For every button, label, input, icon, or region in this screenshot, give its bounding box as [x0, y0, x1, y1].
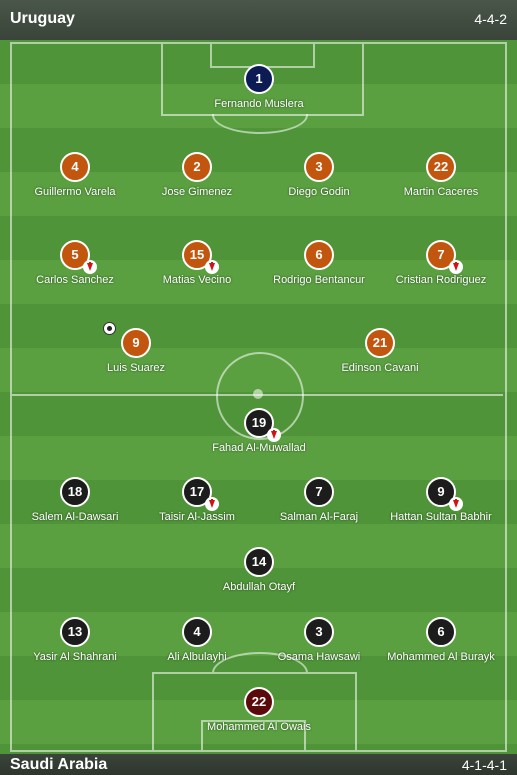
shirt-number-badge: 18	[60, 477, 90, 507]
player-name: Osama Hawsawi	[277, 651, 361, 663]
player-name: Guillermo Varela	[34, 186, 116, 198]
player-name: Edinson Cavani	[341, 362, 419, 374]
shirt-number-badge: 4	[182, 617, 212, 647]
substitution-off-icon	[267, 428, 281, 442]
shirt-number-badge: 7	[304, 477, 334, 507]
shirt-number-badge: 22	[244, 687, 274, 717]
substitution-off-icon	[449, 497, 463, 511]
player-name: Matias Vecino	[162, 274, 232, 286]
shirt-number-badge: 6	[426, 617, 456, 647]
away-team-name: Saudi Arabia	[10, 756, 108, 773]
player-name: Luis Suarez	[106, 362, 166, 374]
shirt-number-badge: 21	[365, 328, 395, 358]
player-name: Martin Caceres	[403, 186, 479, 198]
away-team-header: Saudi Arabia 4-1-4-1	[0, 754, 517, 775]
player-name: Diego Godin	[288, 186, 350, 198]
center-spot	[253, 389, 263, 399]
player-name: Cristian Rodriguez	[395, 274, 487, 286]
home-team-header: Uruguay 4-4-2	[0, 0, 517, 40]
pitch-outline	[10, 42, 507, 752]
shirt-number-badge: 9	[103, 322, 151, 358]
shirt-number-badge: 6	[304, 240, 334, 270]
player-name: Fahad Al-Muwallad	[212, 442, 306, 454]
shirt-number-badge: 5	[60, 240, 97, 274]
goal-ball-icon	[103, 322, 116, 335]
player-name: Mohammed Al Burayk	[387, 651, 495, 663]
shirt-number-badge: 19	[244, 408, 281, 442]
away-formation: 4-1-4-1	[461, 757, 507, 773]
shirt-number-badge: 15	[182, 240, 219, 274]
shirt-number-badge: 1	[244, 64, 274, 94]
player-name: Yasir Al Shahrani	[33, 651, 117, 663]
shirt-number-badge: 13	[60, 617, 90, 647]
shirt-number-badge: 4	[60, 152, 90, 182]
substitution-off-icon	[205, 260, 219, 274]
player-name: Ali Albulayhi	[167, 651, 227, 663]
shirt-number-badge: 2	[182, 152, 212, 182]
player-name: Carlos Sanchez	[36, 274, 114, 286]
substitution-off-icon	[205, 497, 219, 511]
shirt-number-badge: 9	[426, 477, 463, 511]
shirt-number-badge: 17	[182, 477, 219, 511]
player-name: Salem Al-Dawsari	[31, 511, 119, 523]
penalty-box-bottom	[152, 672, 357, 750]
player-name: Abdullah Otayf	[222, 581, 296, 593]
shirt-number-badge: 22	[426, 152, 456, 182]
player-name: Taisir Al-Jassim	[159, 511, 235, 523]
player-name: Hattan Sultan Babhir	[390, 511, 492, 523]
substitution-off-icon	[449, 260, 463, 274]
shirt-number-badge: 7	[426, 240, 463, 274]
player-name: Rodrigo Bentancur	[273, 274, 365, 286]
player-name: Jose Gimenez	[161, 186, 233, 198]
home-formation: 4-4-2	[474, 11, 507, 27]
center-circle	[216, 352, 304, 440]
player-name: Salman Al-Faraj	[279, 511, 359, 523]
home-team-name: Uruguay	[10, 10, 75, 27]
shirt-number-badge: 3	[304, 617, 334, 647]
substitution-off-icon	[83, 260, 97, 274]
goal-box-bottom	[201, 720, 306, 750]
shirt-number-badge: 14	[244, 547, 274, 577]
shirt-number-badge: 3	[304, 152, 334, 182]
player-name: Fernando Muslera	[214, 98, 304, 110]
player-name: Mohammed Al Owais	[207, 721, 311, 733]
